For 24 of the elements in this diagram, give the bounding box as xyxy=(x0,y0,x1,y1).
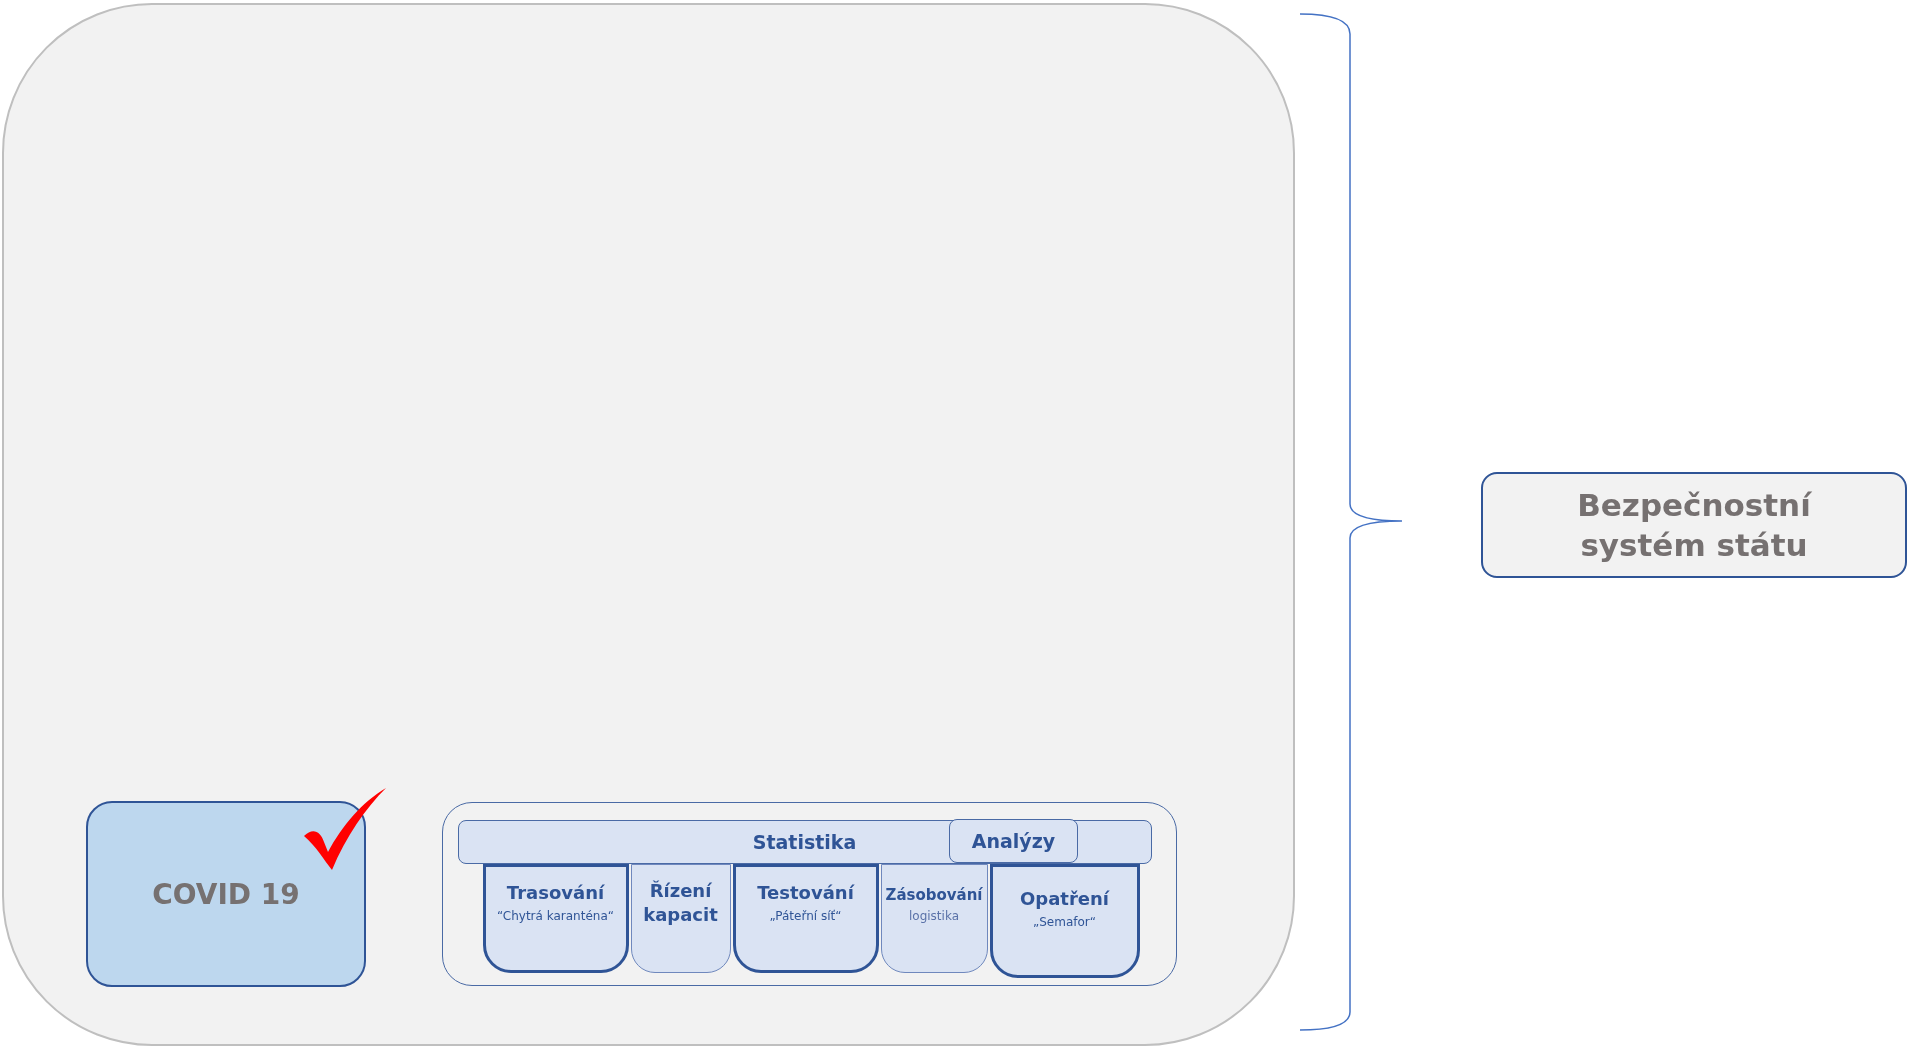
node-subtitle: „Páteřní síť“ xyxy=(769,907,842,924)
tab-box xyxy=(880,863,988,973)
node-title: Analýzy xyxy=(971,830,1056,852)
group-frame xyxy=(442,802,1177,986)
panel-background xyxy=(2,3,1295,1046)
label-box xyxy=(1481,472,1907,578)
node-subtitle: „Semafor“ xyxy=(1033,913,1096,930)
node-title: COVID 19 xyxy=(152,877,300,911)
tab-box xyxy=(989,863,1140,978)
topic-box xyxy=(86,801,366,987)
tab-box xyxy=(949,819,1078,863)
header-bar xyxy=(457,819,1152,864)
node-title: Statistika xyxy=(752,830,857,853)
node-title: Řízení kapacit xyxy=(642,878,719,927)
node-title: Testování xyxy=(757,880,854,905)
node-title: Bezpečnostní systém státu xyxy=(1576,485,1813,565)
node-title: Opatření xyxy=(1020,886,1109,911)
node-subtitle: “Chytrá karanténa“ xyxy=(497,907,614,924)
tab-box xyxy=(482,863,629,973)
tab-box xyxy=(732,863,879,973)
node-title: Trasování xyxy=(506,880,605,905)
node-title: Zásobování xyxy=(885,884,983,905)
tab-box xyxy=(630,863,731,973)
node-subtitle: logistika xyxy=(909,907,959,924)
